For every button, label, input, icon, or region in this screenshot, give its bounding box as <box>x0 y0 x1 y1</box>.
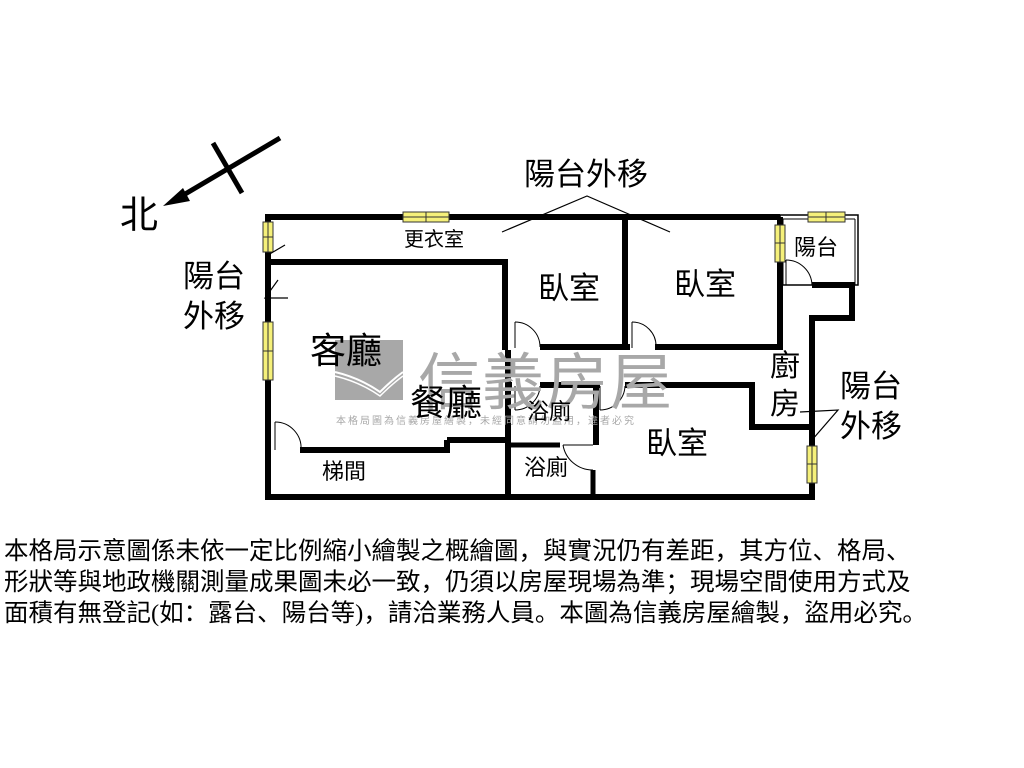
room-bedroom-3: 臥室 <box>646 426 708 462</box>
door-icon <box>631 321 657 348</box>
room-living-room: 客廳 <box>310 331 383 372</box>
window-icon <box>402 211 450 223</box>
room-bathroom-1: 浴廁 <box>527 400 572 425</box>
annotation-leaders <box>263 195 840 441</box>
door-icon <box>785 259 813 286</box>
doors <box>274 259 813 471</box>
disclaimer-line-3: 面積有無登記(如：露台、陽台等)，請洽業務人員。本圖為信義房屋繪製，盜用必究。 <box>4 600 927 627</box>
door-icon <box>514 385 541 411</box>
watermark-notice: 本格局圖為信義房屋繪製，未經同意請勿盜用，違者必究 <box>336 416 636 427</box>
window-icon <box>806 445 818 484</box>
room-dining-room: 餐廳 <box>410 383 483 424</box>
door-icon <box>599 385 626 411</box>
disclaimer-line-2: 形狀等與地政機關測量成果圖未必一致，仍須以房屋現場為準；現場空間使用方式及 <box>4 569 911 596</box>
annotation-balcony-moved-left-2: 外移 <box>183 299 245 335</box>
floor-plan: 信義房屋 本格局圖為信義房屋繪製，未經同意請勿盜用，違者必究 北 陽台外移 陽台… <box>120 135 902 500</box>
door-icon <box>274 421 302 451</box>
room-bedroom-2: 臥室 <box>674 267 736 303</box>
window-icon <box>262 321 274 381</box>
room-kitchen-1: 廚 <box>770 349 800 384</box>
annotation-balcony-moved-left-1: 陽台 <box>183 259 245 295</box>
annotation-balcony-moved-right-2: 外移 <box>840 409 902 445</box>
window-icon <box>262 221 274 253</box>
disclaimer: 本格局示意圖係未依一定比例縮小繪製之概繪圖，與實況仍有差距，其方位、格局、 形狀… <box>4 536 1024 629</box>
windows <box>262 211 846 484</box>
annotation-balcony-moved-top: 陽台外移 <box>524 157 648 193</box>
window-icon <box>774 224 786 263</box>
annotation-balcony-moved-right-1: 陽台 <box>840 369 902 405</box>
door-icon <box>514 321 541 348</box>
north-arrow-icon <box>163 135 282 206</box>
room-dressing-room: 更衣室 <box>404 227 464 251</box>
room-stairwell: 梯間 <box>322 460 367 485</box>
room-bedroom-1: 臥室 <box>538 271 600 307</box>
brand-logo-icon <box>334 340 404 400</box>
disclaimer-line-1: 本格局示意圖係未依一定比例縮小繪製之概繪圖，與實況仍有差距，其方位、格局、 <box>4 538 911 565</box>
room-kitchen-2: 房 <box>770 387 800 422</box>
room-bathroom-2: 浴廁 <box>524 456 569 481</box>
floor-plan-drawing <box>163 135 859 500</box>
watermark-brand: 信義房屋 <box>418 346 675 419</box>
compass-north-label: 北 <box>120 193 159 237</box>
window-icon <box>807 211 846 223</box>
room-balcony: 陽台 <box>794 236 839 261</box>
walls <box>265 214 859 500</box>
door-icon <box>562 444 594 471</box>
